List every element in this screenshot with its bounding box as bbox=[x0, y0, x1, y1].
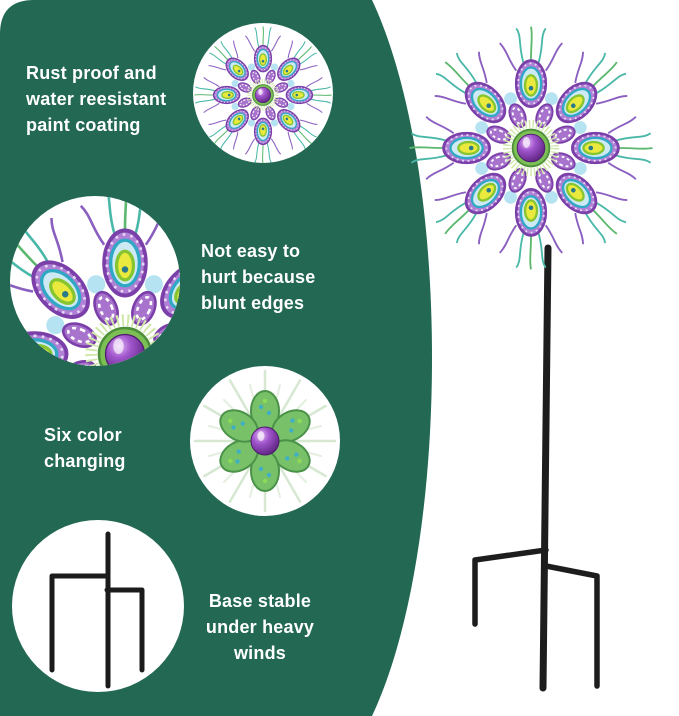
feature-line: paint coating bbox=[26, 115, 141, 135]
feature-text-six-color: Six color changing bbox=[44, 422, 126, 474]
feature-text-rust-proof: Rust proof and water reesistant paint co… bbox=[26, 60, 166, 138]
feature-line: Base stable bbox=[208, 591, 312, 611]
feature-line: hurt because bbox=[201, 267, 316, 287]
wind-spinner-front-image bbox=[193, 23, 333, 163]
feature-line: blunt edges bbox=[201, 293, 305, 313]
feature-line: changing bbox=[44, 451, 126, 471]
photo-circle-feather-closeup bbox=[10, 196, 180, 366]
feature-line: water reesistant bbox=[26, 89, 167, 109]
feature-text-blunt-edges: Not easy to hurt because blunt edges bbox=[201, 238, 315, 316]
feature-text-stable-base: Base stable under heavy winds bbox=[178, 588, 342, 666]
feature-line: under heavy winds bbox=[205, 617, 315, 663]
full-product-image bbox=[385, 10, 679, 692]
feature-line: Rust proof and bbox=[26, 63, 157, 83]
ground-stake-fork-image bbox=[49, 531, 145, 689]
feature-line: Six color bbox=[44, 425, 122, 445]
photo-circle-color-changing bbox=[190, 366, 340, 516]
photo-circle-ground-stake bbox=[12, 520, 184, 692]
photo-circle-spinner-front bbox=[193, 23, 333, 163]
peacock-feather-closeup-image bbox=[10, 196, 180, 366]
color-changing-flower-image bbox=[190, 366, 340, 516]
feature-line: Not easy to bbox=[201, 241, 301, 261]
